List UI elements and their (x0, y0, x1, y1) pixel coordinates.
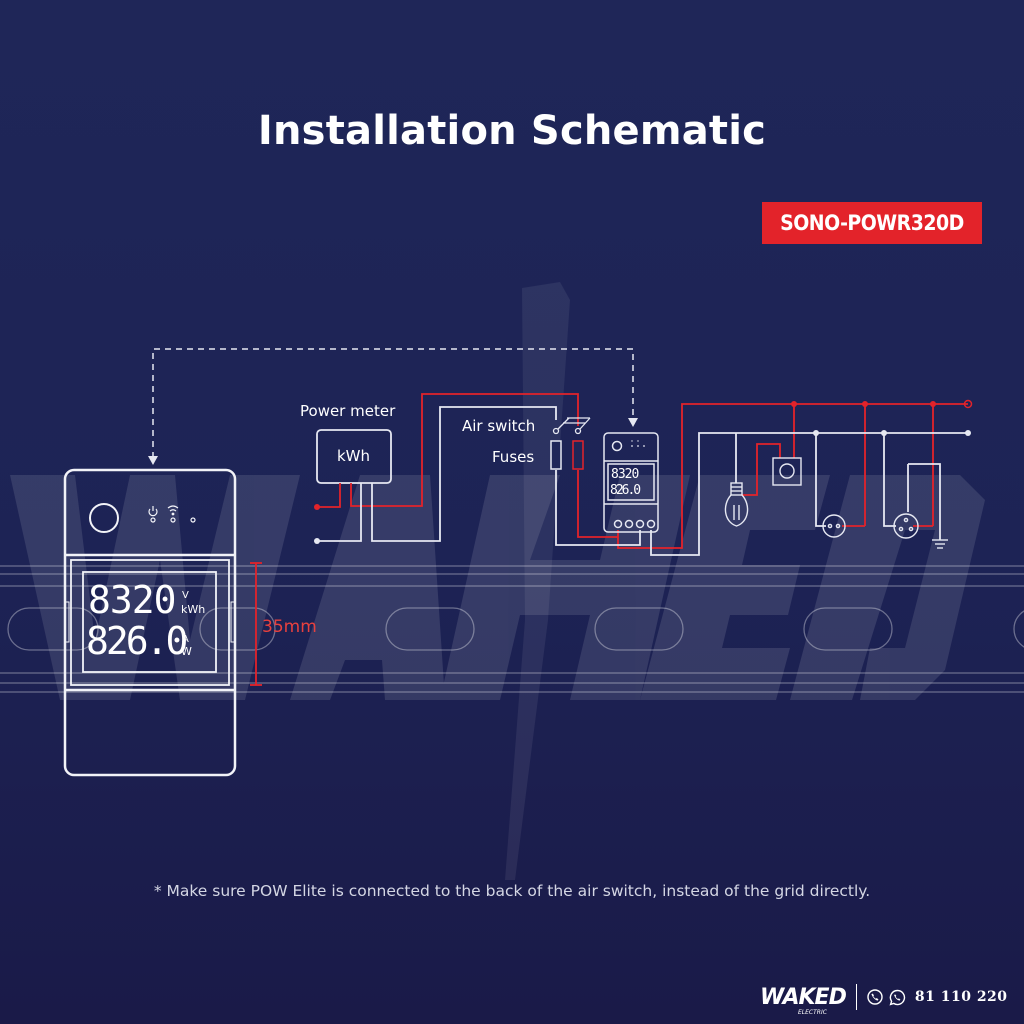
power-icon (148, 506, 158, 517)
phone-number: 81 110 220 (914, 989, 1008, 1005)
arrow-down-icon (148, 456, 158, 465)
arrow-down-icon (628, 418, 638, 427)
live-output-terminal (963, 399, 973, 409)
neutral-wires (317, 406, 968, 556)
lcd-line-2-unit-bottom: W (181, 645, 192, 658)
two-pin-socket-icon (822, 514, 846, 538)
small-lcd-line-2: 826.0 (610, 483, 641, 498)
ground-icon (932, 539, 948, 549)
din-clips (64, 601, 236, 643)
brand-logo-text: WAKED (760, 984, 847, 1010)
status-leds (150, 517, 196, 523)
fuse-neutral (550, 440, 562, 470)
live-input-terminal (314, 504, 320, 510)
small-lcd-line-1: 8320 (611, 467, 639, 482)
neutral-input-terminal (314, 538, 320, 544)
wall-switch-icon (772, 457, 802, 486)
small-device (603, 432, 659, 533)
power-meter-box (316, 429, 392, 484)
lcd-line-1-unit-bottom: kWh (181, 603, 206, 616)
air-switch-icon (552, 417, 591, 435)
live-junctions (791, 401, 936, 407)
din-rail (0, 565, 1024, 693)
brand-logo-subtext: ELECTRIC (798, 1008, 827, 1016)
power-meter-unit: kWh (337, 447, 371, 465)
light-bulb-icon (724, 482, 749, 527)
fuse-live (572, 440, 584, 470)
dimension-marker (250, 562, 262, 686)
small-device-leds (631, 440, 645, 447)
lcd-line-2-unit-top: A (182, 634, 189, 645)
dimension-label: 35mm (262, 617, 317, 637)
lcd-line-1-unit-top: V (182, 590, 189, 601)
three-pin-socket-icon (893, 513, 919, 539)
lcd-line-1: 8320 (88, 578, 177, 622)
model-badge: SONO-POWR320D (762, 202, 982, 244)
brand-footer: WAKED ELECTRIC 81 110 220 (760, 980, 1008, 1016)
neutral-junctions (813, 430, 971, 436)
page-title: Installation Schematic (257, 108, 767, 154)
phone-icon (867, 989, 883, 1005)
device-button (89, 503, 119, 533)
live-wires (317, 393, 968, 549)
air-switch-label: Air switch (462, 417, 536, 435)
footer-divider (855, 984, 857, 1010)
power-meter-label: Power meter (300, 402, 396, 420)
installation-note: * Make sure POW Elite is connected to th… (153, 882, 871, 900)
wifi-icon (167, 505, 179, 516)
lcd-line-2: 826.0 (86, 619, 188, 663)
whatsapp-icon (889, 989, 906, 1005)
fuses-label: Fuses (492, 448, 535, 466)
brand-logo: WAKED ELECTRIC (760, 984, 847, 1016)
